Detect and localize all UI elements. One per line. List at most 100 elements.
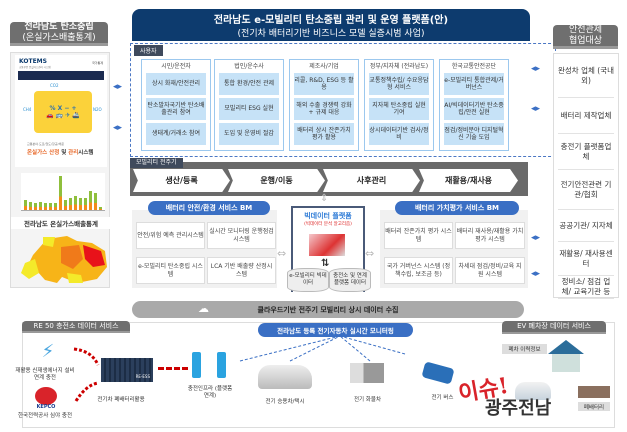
left-link-arrow: ◂▸ (113, 82, 123, 92)
emission-bar (54, 203, 57, 210)
lifecycle-tag: 모빌리티 전주기 (130, 158, 183, 168)
db-ev-bigdata: e-모빌리티 빅데이터 (287, 268, 329, 292)
n2o-label: N2O (93, 107, 102, 112)
headline-d: 시스템 (78, 150, 94, 156)
user-column-title: 법인/운수사 (234, 63, 264, 70)
user-benefit-cell: 도입 및 운영비 절감 (219, 123, 279, 145)
waste-battery-image (578, 386, 610, 398)
user-column-title: 정부/지자체 (전라남도) (369, 63, 429, 70)
user-benefit-cell: AI/빅데이터기반 탄소중립/안전 실현 (444, 98, 504, 120)
db-charging-data: 충전소 및 연계 플랫폼 데이터 (329, 268, 371, 292)
monitoring-links (239, 336, 406, 362)
user-benefit-cell: 교통정책수립/ 수요응답형 서비스 (369, 73, 429, 95)
collab-target-item: 완성차 업체 (국내외) (558, 54, 614, 98)
co2-label: CO2 (50, 83, 59, 88)
user-benefit-cell: 상시데이터기반 검사/정비 (369, 123, 429, 145)
right-panel-header: 안전관제 협업대상 (553, 25, 618, 49)
headline-a: 온실가스 산정 (27, 150, 60, 156)
user-benefit-cell: 해외 수출 경쟁력 강화 + 규제 대응 (294, 98, 354, 120)
page-title: 전라남도 e-모빌리티 탄소중립 관리 및 운영 플랫폼(안) (전기차 배터리… (132, 9, 530, 41)
emission-graphic: % X − +🚗 🚌 ✈ 🚢 (34, 91, 92, 133)
collab-target-item: 재활용/ 재사용센터 (558, 242, 614, 276)
sync-arrows-icon: ⇅ (321, 258, 330, 269)
emission-bar (84, 198, 87, 210)
bm-right-box[interactable]: 국가 거버넌스 시스템 (정책수립, 보조금 등) (384, 257, 453, 284)
right-link-arrow: ◂▸ (531, 269, 541, 279)
stage-operation[interactable]: 운행/이동 (228, 169, 325, 192)
bm-left-box[interactable]: LCA 기반 배출량 산정시스템 (207, 257, 276, 284)
bm-right-box[interactable]: 배터리 재사용/재활용 가치 평가 시스템 (455, 222, 525, 249)
bm-right-title: 배터리 가치평가 서비스 BM (395, 201, 519, 215)
power-flow-lines (73, 347, 100, 402)
kotems-sub: 교통부문 온실가스관리 시스템 (19, 66, 51, 69)
bm-left-box[interactable]: 안전/위험 예측 관리시스템 (136, 222, 205, 249)
collab-target-item: 정비소/ 점검 업체/ 교육기관 등 (558, 276, 614, 299)
stage-aftercare[interactable]: 사후관리 (323, 169, 420, 192)
watermark-logo-sub: 광주전남 (485, 398, 552, 419)
user-benefit-cell: 리콜, R&D, ESG 등 활용 (294, 73, 354, 95)
ch4-label: CH4 (23, 107, 32, 112)
kepco-logo-text: KEPCO (36, 404, 56, 410)
collab-target-item: 충전기 플랫폼업체 (558, 134, 614, 170)
ess-label: 전기차 폐배터리활용 (97, 397, 145, 403)
monitoring-pill: 전라남도 등록 전기자동차 실시간 모니터링 (258, 323, 413, 337)
bm-right-box[interactable]: 차세대 점검/정비/교육 지원 시스템 (455, 257, 525, 284)
ess-container: RE-ESS (101, 358, 153, 382)
truck-label: 전기 화물차 (353, 397, 382, 403)
emission-bar (74, 196, 77, 210)
updown-arrow: ⇕ (320, 193, 329, 204)
right-link-arrow: ◂▸ (531, 104, 541, 114)
kotems-logo: KOTEMS (19, 58, 47, 65)
user-benefit-cell: 배터리 상시 잔존가치 평가 활용 (294, 123, 354, 145)
left-header-line1: 전라남도 탄소중립 (24, 21, 94, 32)
bm-left-box[interactable]: 실시간 모니터링 운행점검시스템 (207, 222, 276, 249)
power-flow-line (158, 367, 188, 370)
users-tag: 사용자 (134, 45, 163, 56)
user-benefit-cell: 탄소발자국기반 탄소배출관리 참여 (146, 98, 206, 120)
headline-c: 관리 (68, 150, 79, 156)
title-line2: (전기차 배터리기반 비즈니스 모델 실증시범 사업) (237, 29, 425, 39)
scrap-info-label: 폐차 이력정보 (502, 344, 547, 354)
bm-right-box[interactable]: 배터리 잔존가치 평가 시스템 (384, 222, 453, 249)
user-column-title: 시민/운전자 (161, 63, 191, 70)
charger-icon (217, 352, 226, 378)
emission-bar (49, 203, 52, 210)
emission-bar (69, 198, 72, 210)
chart-label: 전라남도 온실가스배출통계 (11, 217, 111, 229)
charger-icon (192, 352, 201, 378)
stage-production[interactable]: 생산/등록 (133, 169, 230, 192)
user-column-title: 제조사/기업 (309, 63, 339, 70)
double-arrow-left: ⇔ (277, 247, 287, 260)
user-benefit-cell: 상시 화재/안전관리 (146, 73, 206, 95)
bigdata-subtitle: (빅데이터 분석 알고리즘) (304, 222, 352, 227)
jeonnam-emission-map (21, 236, 107, 283)
emission-bar (59, 176, 62, 210)
emission-bar (94, 193, 97, 210)
left-panel: KOTEMS 교통부문 온실가스관리 시스템 국가통계 % X − +🚗 🚌 ✈… (10, 52, 111, 288)
user-benefit-cell: 모빌리티 ESG 실현 (219, 98, 279, 120)
emission-bar (99, 206, 102, 210)
stage-recycle[interactable]: 재활용/재사용 (419, 169, 518, 192)
emission-bar (29, 201, 32, 210)
user-benefit-cell: e-모빌리티 통합관제/거버넌스 (444, 73, 504, 95)
emission-bar (34, 203, 37, 210)
user-benefit-cell: 생태계/거래소 참여 (146, 123, 206, 145)
ev-header: EV 폐차장 데이터 서비스 (502, 321, 606, 334)
bm-left-box[interactable]: e-모빌리티 탄소중립 시스템 (136, 257, 205, 284)
ev-car-image (258, 365, 312, 389)
emission-bar-chart (21, 173, 105, 211)
emission-bar (39, 201, 42, 210)
collab-target-item: 공공기관/ 지자체 (558, 210, 614, 242)
right-link-arrow: ◂▸ (531, 64, 541, 74)
re50-header: RE 50 충전소 데이터 서비스 (22, 321, 130, 333)
waste-battery-label: 폐배터리 (578, 402, 610, 411)
kepco-label: 한국전력공사 심야 충전 (17, 413, 73, 419)
renewable-label: 재활용 신재생에너지 설비연계 충전 (15, 368, 75, 381)
cloud-bar: ☁ 클라우드기반 전주기 모빌리티 상시 데이터 수집 (132, 301, 524, 318)
bm-left-title: 배터리 안전/환경 서비스 BM (148, 201, 270, 215)
